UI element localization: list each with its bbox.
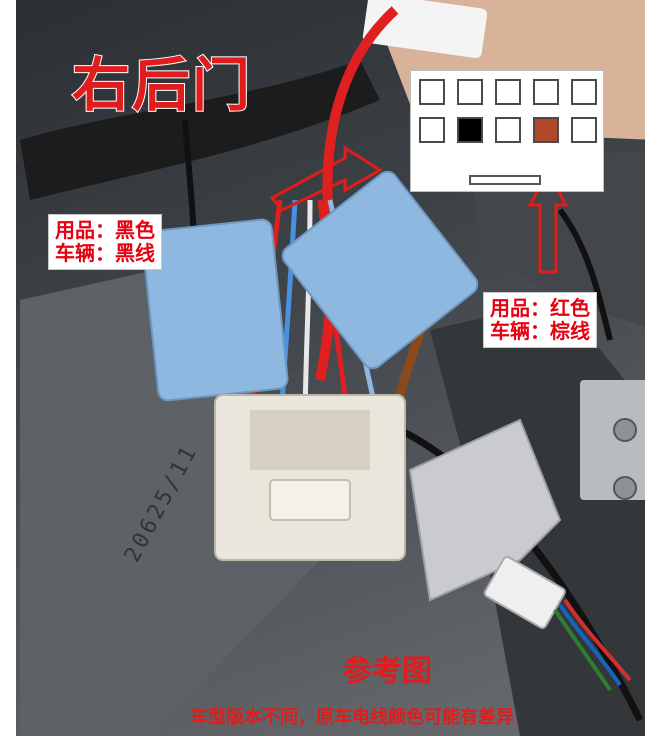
door-title: 右后门: [71, 50, 253, 120]
pin-top-3: [495, 79, 521, 105]
connector-pin-diagram: [410, 70, 604, 192]
wire-blue-small: [558, 603, 622, 687]
label-black-line-1: 用品：黑色: [55, 218, 155, 242]
panel-right-upper: [470, 150, 657, 330]
pin-top-2: [457, 79, 483, 105]
reference-caption: 参考图: [342, 654, 432, 689]
blue-connector-left: [141, 218, 289, 402]
small-white-connector: [483, 555, 566, 629]
variation-note: 车型版本不同，原车电线颜色可能有差异: [190, 707, 514, 728]
label-black-wire: 用品：黑色 车辆：黑线: [48, 214, 162, 270]
connector-key-slot: [469, 175, 541, 185]
blue-connector-right: [281, 170, 479, 370]
pin-top-4: [533, 79, 559, 105]
metal-bracket: [580, 380, 650, 500]
harness-cloth: [20, 60, 380, 200]
pin-bottom-1: [419, 117, 445, 143]
label-red-line-2: 车辆：棕线: [490, 319, 590, 343]
bolt-lower: [613, 476, 637, 500]
pin-bottom-4-brown: [533, 117, 559, 143]
label-black-line-2: 车辆：黑线: [55, 241, 155, 265]
white-plug-pins: [250, 410, 370, 470]
left-border: [0, 0, 16, 736]
bolt-upper: [613, 418, 637, 442]
pin-top-5: [571, 79, 597, 105]
pin-bottom-2-black: [457, 117, 483, 143]
white-plug-latch: [269, 479, 351, 521]
arrow-to-black-pin: [269, 145, 383, 212]
label-red-wire: 用品：红色 车辆：棕线: [483, 292, 597, 348]
wire-red-small: [563, 598, 632, 682]
foil-tape: [408, 418, 562, 602]
right-border: [645, 0, 657, 736]
label-red-line-1: 用品：红色: [490, 296, 590, 320]
cable-black-2: [557, 208, 613, 341]
pin-bottom-3: [495, 117, 521, 143]
wire-green-small: [553, 608, 612, 692]
pin-bottom-5: [571, 117, 597, 143]
pin-top-1: [419, 79, 445, 105]
